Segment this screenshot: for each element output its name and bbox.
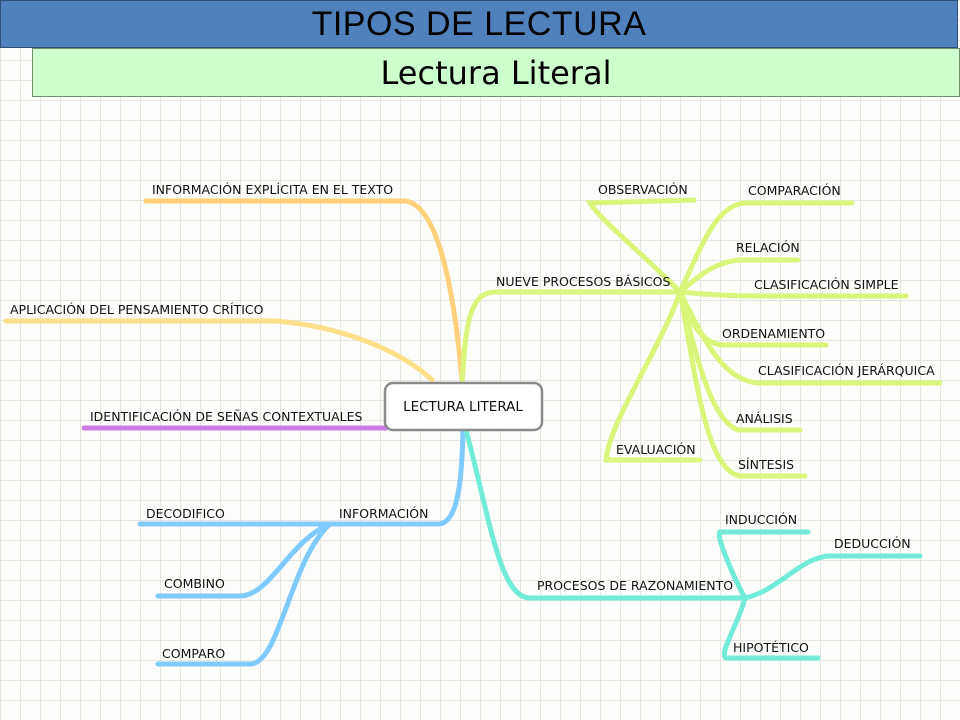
center-node-label: LECTURA LITERAL bbox=[403, 399, 523, 415]
branch-aplicacion bbox=[3, 318, 435, 383]
node-razonamiento: PROCESOS DE RAZONAMIENTO bbox=[537, 578, 733, 593]
subtitle-bar: Lectura Literal bbox=[32, 48, 960, 97]
branch-induccion bbox=[716, 529, 811, 601]
node-comparo: COMPARO bbox=[162, 646, 225, 661]
branch-clasificacion-simple bbox=[677, 289, 909, 299]
node-sintesis: SÍNTESIS bbox=[738, 457, 794, 472]
title-bar: TIPOS DE LECTURA bbox=[0, 0, 958, 48]
node-induccion: INDUCCIÓN bbox=[725, 512, 797, 527]
node-aplicacion: APLICACIÓN DEL PENSAMIENTO CRÍTICO bbox=[10, 302, 264, 317]
node-nueve-procesos: NUEVE PROCESOS BÁSICOS bbox=[496, 274, 671, 289]
node-informacion: INFORMACIÓN bbox=[339, 506, 428, 521]
branch-clasificacion-jerarquica bbox=[677, 289, 943, 386]
page-subtitle: Lectura Literal bbox=[380, 53, 612, 92]
branch-analisis bbox=[677, 289, 803, 433]
branch-nueve-procesos bbox=[459, 289, 683, 386]
branch-informacion-explicita bbox=[143, 198, 465, 383]
node-combino: COMBINO bbox=[164, 576, 225, 591]
node-observacion: OBSERVACIÓN bbox=[598, 182, 688, 197]
node-analisis: ANÁLISIS bbox=[736, 411, 793, 426]
node-clasificacion-simple: CLASIFICACIÓN SIMPLE bbox=[754, 277, 899, 292]
node-hipotetico: HIPOTÉTICO bbox=[733, 640, 809, 655]
razonamiento-group: PROCESOS DE RAZONAMIENTO INDUCCIÓN DEDUC… bbox=[463, 427, 923, 661]
informacion-group: INFORMACIÓN DECODIFICO COMBINO COMPARO bbox=[137, 427, 466, 667]
nueve-procesos-group: NUEVE PROCESOS BÁSICOS OBSERVACIÓN COMPA… bbox=[459, 182, 943, 479]
node-comparacion: COMPARACIÓN bbox=[748, 183, 841, 198]
branch-evaluacion bbox=[603, 289, 703, 463]
branch-deduccion bbox=[742, 553, 923, 601]
branch-comparacion bbox=[677, 200, 855, 295]
branch-razonamiento bbox=[463, 427, 748, 601]
branch-informacion bbox=[327, 427, 466, 527]
branch-sintesis bbox=[677, 289, 808, 479]
node-decodifico: DECODIFICO bbox=[146, 506, 225, 521]
node-identificacion: IDENTIFICACIÓN DE SEÑAS CONTEXTUALES bbox=[90, 409, 363, 424]
node-ordenamiento: ORDENAMIENTO bbox=[722, 326, 825, 341]
node-deduccion: DEDUCCIÓN bbox=[834, 536, 911, 551]
node-clasificacion-jerarquica: CLASIFICACIÓN JERÁRQUICA bbox=[758, 363, 935, 378]
center-node: LECTURA LITERAL bbox=[383, 381, 544, 432]
page-title: TIPOS DE LECTURA bbox=[311, 4, 647, 43]
branch-relacion bbox=[677, 257, 801, 295]
node-relacion: RELACIÓN bbox=[736, 240, 800, 255]
branch-observacion bbox=[585, 197, 697, 295]
node-informacion-explicita: INFORMACIÓN EXPLÍCITA EN EL TEXTO bbox=[152, 182, 393, 197]
branch-combino bbox=[155, 521, 333, 599]
center-node-box bbox=[383, 381, 544, 432]
branch-hipotetico bbox=[721, 595, 821, 661]
node-evaluacion: EVALUACIÓN bbox=[616, 442, 696, 457]
branch-comparo bbox=[155, 521, 333, 667]
